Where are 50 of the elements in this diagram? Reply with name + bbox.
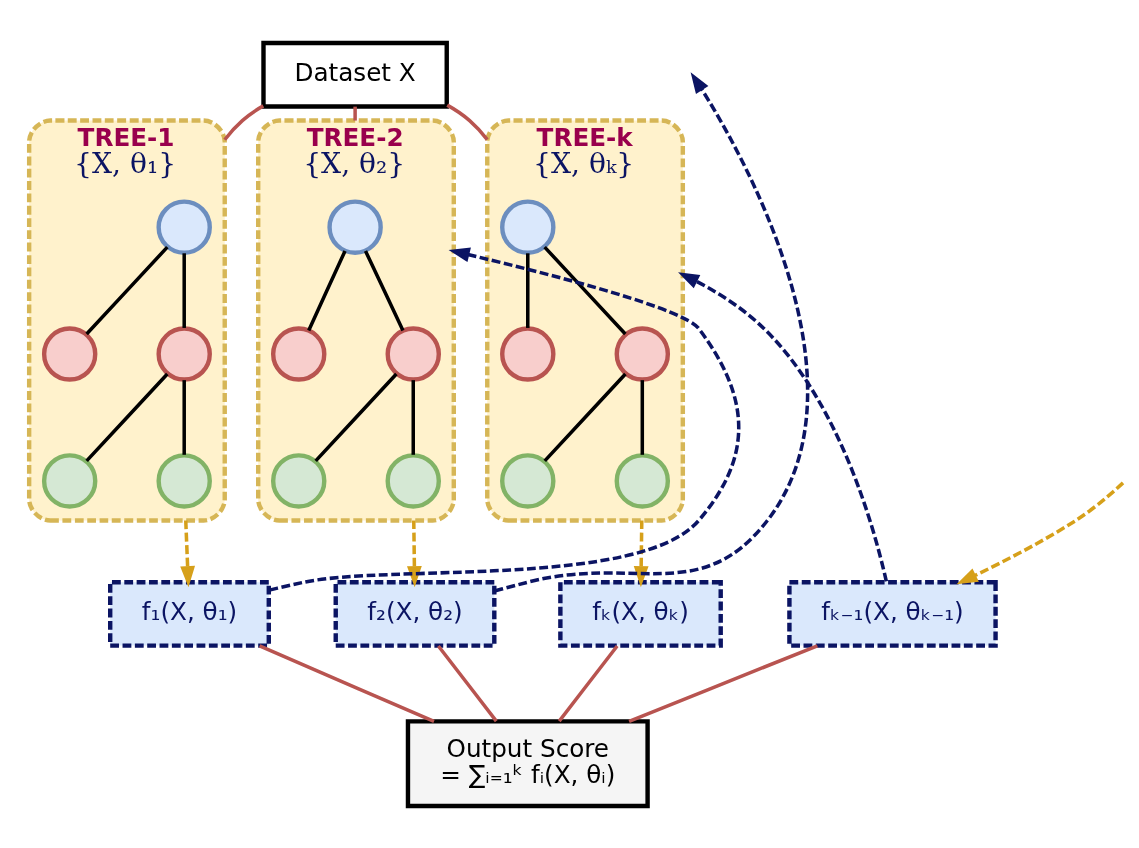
connector [85,372,169,462]
node-circle [271,452,327,509]
cluster: TREE-1 {X, θ₁} [26,117,227,523]
connector [258,643,435,723]
arrow [268,247,741,592]
arrow [406,520,422,587]
node-circle [41,325,98,382]
node-circle [500,452,556,509]
node-box: Dataset X [261,40,449,109]
node-circle [500,198,556,255]
connector [223,103,265,141]
node-circle [385,452,441,509]
arrow [633,520,649,587]
node-circle [614,325,671,382]
node-circle [385,325,441,382]
connector [85,245,169,335]
node-circle [156,198,212,255]
node-box: fₖ₋₁(X, θₖ₋₁) [787,579,998,648]
connector [353,106,357,121]
connector [182,379,186,455]
connector [307,249,347,331]
connector [411,379,415,455]
connector [526,252,530,328]
connector [437,644,498,722]
arrow [678,271,889,582]
node-circle [500,325,556,382]
node-box: Output Score = ∑ᵢ₌₁ᵏ fᵢ(X, θᵢ) [405,718,650,808]
node-circle [271,325,327,382]
node-circle [614,452,671,509]
connector [628,643,818,723]
connector [543,245,627,335]
cluster: TREE-k {X, θₖ} [485,117,686,523]
connector [182,252,186,328]
node-circle [156,325,212,382]
connector [640,379,645,455]
connector [363,249,405,331]
connector [557,644,619,722]
node-box: f₂(X, θ₂) [333,579,497,648]
node-circle [156,452,212,509]
connector [543,372,627,462]
node-box: f₁(X, θ₁) [108,579,271,648]
node-circle [327,198,383,255]
node-circle [41,452,98,509]
cluster: TREE-2 {X, θ₂} [256,117,456,523]
connector [446,103,489,141]
arrow [180,519,195,587]
node-box: fₖ(X, θₖ) [558,579,723,648]
arrow [494,71,810,593]
connector [314,372,398,462]
arrow [956,481,1125,584]
